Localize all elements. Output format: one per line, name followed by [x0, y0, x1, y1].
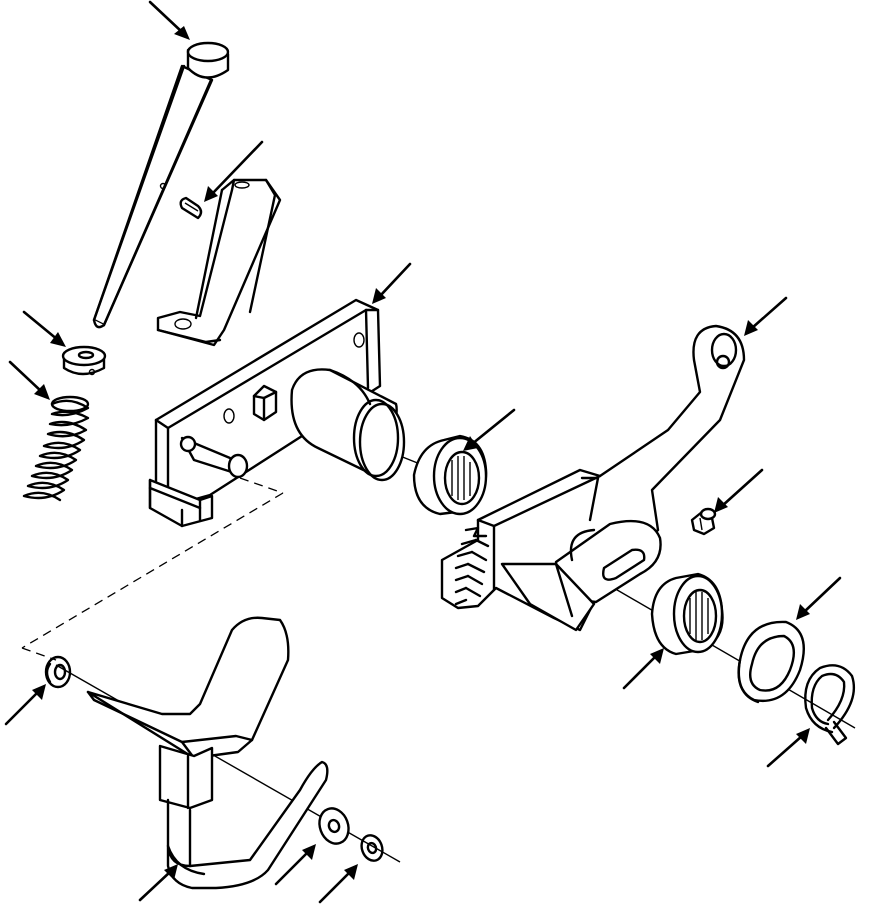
flat-washer [318, 807, 350, 845]
lever-arm [440, 324, 746, 632]
callout-arrow-upper-bearing [463, 408, 516, 451]
callout-arrows [4, 0, 842, 904]
e-clip-small [360, 834, 384, 862]
snap-ring-large [804, 664, 856, 746]
compression-spring [22, 395, 90, 502]
lever-axis-line [599, 579, 856, 729]
needle-bearing-upper [412, 434, 488, 516]
pedal [86, 616, 329, 890]
link-bracket [156, 178, 282, 347]
guide-line-plate-corner [239, 477, 284, 494]
callout-arrow-e-clip-small [318, 864, 358, 904]
callout-arrow-flat-washer [274, 844, 316, 886]
callout-arrow-lever-arm [744, 296, 788, 336]
callout-arrow-grease-fitting [714, 468, 764, 513]
callout-arrow-pivot-pin [148, 0, 190, 40]
callout-arrow-lower-bearing [622, 648, 664, 690]
callout-arrow-thrust-washer [796, 576, 842, 620]
mounting-plate [148, 298, 406, 528]
guide-line-pedal-corner [21, 647, 57, 661]
thrust-washer [737, 620, 805, 704]
pivot-pin [92, 41, 230, 329]
e-clip-left [44, 655, 72, 689]
cotter-pin [179, 196, 203, 220]
callout-arrow-mounting-plate [372, 262, 412, 304]
callout-arrow-snap-ring [766, 728, 810, 768]
guide-line-plate-to-pedal [21, 492, 284, 649]
needle-bearing-lower [650, 572, 724, 656]
callout-arrow-cotter-pin [204, 140, 264, 202]
callout-arrow-spring [8, 360, 50, 400]
grease-fitting [690, 507, 717, 536]
callout-arrow-collar [22, 310, 66, 347]
callout-arrow-e-clip-left [4, 684, 46, 726]
callout-arrow-pedal-rod [138, 864, 178, 902]
collar [61, 345, 107, 376]
